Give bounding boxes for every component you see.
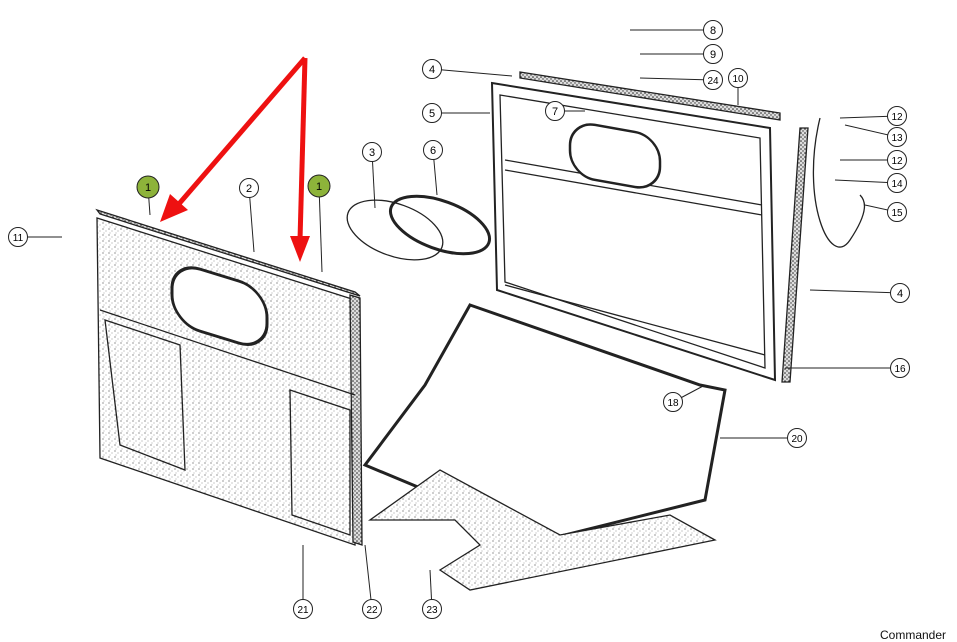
callout-circle	[887, 202, 907, 222]
callout-label: 1	[316, 181, 322, 193]
callout-circle	[136, 175, 160, 199]
callout-circle	[703, 70, 723, 90]
callout-13: 13	[887, 127, 907, 147]
mat-23	[367, 469, 717, 591]
callout-18: 18	[663, 392, 683, 412]
frame-5	[490, 81, 777, 382]
callout-label: 4	[897, 288, 903, 300]
leader-line	[639, 77, 714, 81]
callout-9: 9	[703, 44, 723, 64]
seal-6	[388, 194, 492, 256]
callout-circle	[887, 150, 907, 170]
panel-21	[96, 217, 356, 546]
callout-circle	[728, 68, 748, 88]
callout-15: 15	[887, 202, 907, 222]
callout-label: 13	[891, 133, 903, 144]
callout-12: 12	[887, 150, 907, 170]
callout-4: 4	[422, 59, 442, 79]
callout-circle	[362, 142, 382, 162]
callout-label: 10	[732, 74, 744, 85]
callout-label: 2	[246, 183, 252, 195]
callout-circle	[787, 428, 807, 448]
callout-circle	[887, 173, 907, 193]
callout-11: 11	[8, 227, 28, 247]
callout-label: 9	[710, 49, 716, 61]
callout-label: 4	[429, 64, 435, 76]
callout-label: 21	[297, 605, 309, 616]
callout-label: 12	[891, 112, 903, 123]
callout-8: 8	[703, 20, 723, 40]
callout-label: 18	[667, 398, 679, 409]
callout-circle	[422, 599, 442, 619]
leader-line	[834, 179, 898, 184]
callout-label: 11	[13, 233, 24, 244]
callout-circle	[293, 599, 313, 619]
leader-line	[809, 289, 901, 294]
panel-side-seal	[349, 294, 363, 546]
callout-circle	[422, 103, 442, 123]
callout-circle	[703, 20, 723, 40]
callout-circle	[703, 44, 723, 64]
callout-label: 20	[791, 434, 803, 445]
callout-label: 15	[891, 208, 903, 219]
callout-circle	[890, 358, 910, 378]
callout-1: 1	[136, 175, 160, 199]
callout-circle	[663, 392, 683, 412]
callout-label: 14	[891, 179, 903, 190]
callout-7: 7	[545, 101, 565, 121]
callout-circle	[239, 178, 259, 198]
callout-21: 21	[293, 599, 313, 619]
callout-24: 24	[703, 70, 723, 90]
callout-label: 16	[894, 364, 906, 375]
callout-14: 14	[887, 173, 907, 193]
callout-circle	[890, 283, 910, 303]
callout-label: 3	[369, 147, 375, 159]
callout-1: 1	[307, 174, 331, 198]
callout-label: 23	[426, 605, 438, 616]
callout-circle	[422, 59, 442, 79]
panel-seal-top	[95, 208, 361, 297]
leader-line	[431, 68, 513, 77]
glass-3	[346, 199, 444, 261]
callout-circle	[887, 127, 907, 147]
callout-5: 5	[422, 103, 442, 123]
callout-16: 16	[890, 358, 910, 378]
callout-label: 1	[145, 182, 151, 194]
strip-16	[781, 127, 809, 383]
leader-line	[248, 187, 255, 253]
leader-line	[318, 185, 323, 273]
callout-12: 12	[887, 106, 907, 126]
callout-6: 6	[423, 140, 443, 160]
strip-10	[519, 71, 781, 121]
callout-circle	[362, 599, 382, 619]
callout-label: 12	[891, 156, 903, 167]
callout-circle	[545, 101, 565, 121]
leader-line	[364, 544, 373, 610]
callout-label: 22	[366, 605, 378, 616]
cable-15	[812, 117, 866, 248]
callout-20: 20	[787, 428, 807, 448]
callout-4: 4	[890, 283, 910, 303]
callout-2: 2	[239, 178, 259, 198]
callout-10: 10	[728, 68, 748, 88]
callout-label: 5	[429, 108, 435, 120]
callout-circle	[307, 174, 331, 198]
callout-label: 6	[430, 145, 436, 157]
callout-circle	[887, 106, 907, 126]
callout-circle	[423, 140, 443, 160]
callout-label: 7	[552, 106, 558, 118]
callout-3: 3	[362, 142, 382, 162]
callout-circle	[8, 227, 28, 247]
callout-22: 22	[362, 599, 382, 619]
callout-label: 24	[707, 76, 719, 87]
panel-window	[170, 266, 269, 346]
callout-23: 23	[422, 599, 442, 619]
callout-label: 8	[710, 25, 716, 37]
caption-text: Commander	[880, 628, 947, 642]
